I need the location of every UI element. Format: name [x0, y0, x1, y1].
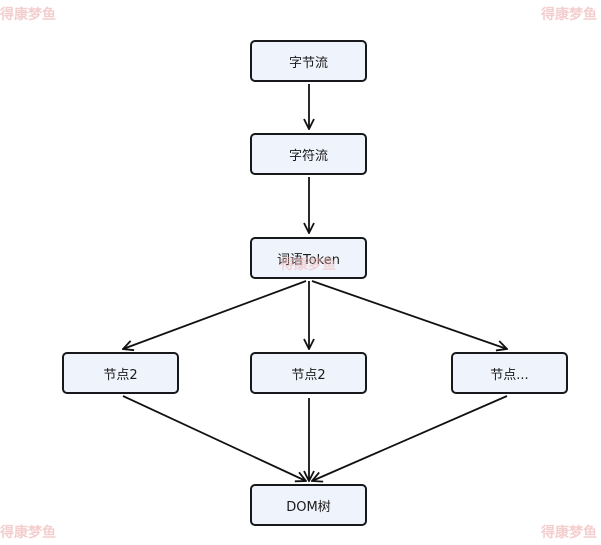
- watermark-top-right: 得康梦鱼: [541, 7, 597, 23]
- node-right[interactable]: 节点...: [451, 352, 568, 394]
- node-char-stream[interactable]: 字符流: [250, 133, 367, 175]
- node-middle[interactable]: 节点2: [250, 352, 367, 394]
- node-byte-stream[interactable]: 字节流: [250, 40, 367, 82]
- edge-token-to-node-right: [311, 280, 507, 349]
- watermark-bottom-left: 得康梦鱼: [0, 525, 56, 541]
- watermark-center: 得康梦鱼: [280, 257, 336, 273]
- node-dom-tree[interactable]: DOM树: [250, 484, 367, 526]
- edge-node-right-to-dom: [312, 395, 508, 481]
- node-token[interactable]: 词语Token: [250, 237, 367, 279]
- watermark-bottom-right: 得康梦鱼: [541, 525, 597, 541]
- node-left[interactable]: 节点2: [62, 352, 179, 394]
- edge-token-to-node-left: [123, 280, 307, 349]
- edge-node-left-to-dom: [122, 395, 306, 481]
- watermark-top-left: 得康梦鱼: [0, 7, 56, 23]
